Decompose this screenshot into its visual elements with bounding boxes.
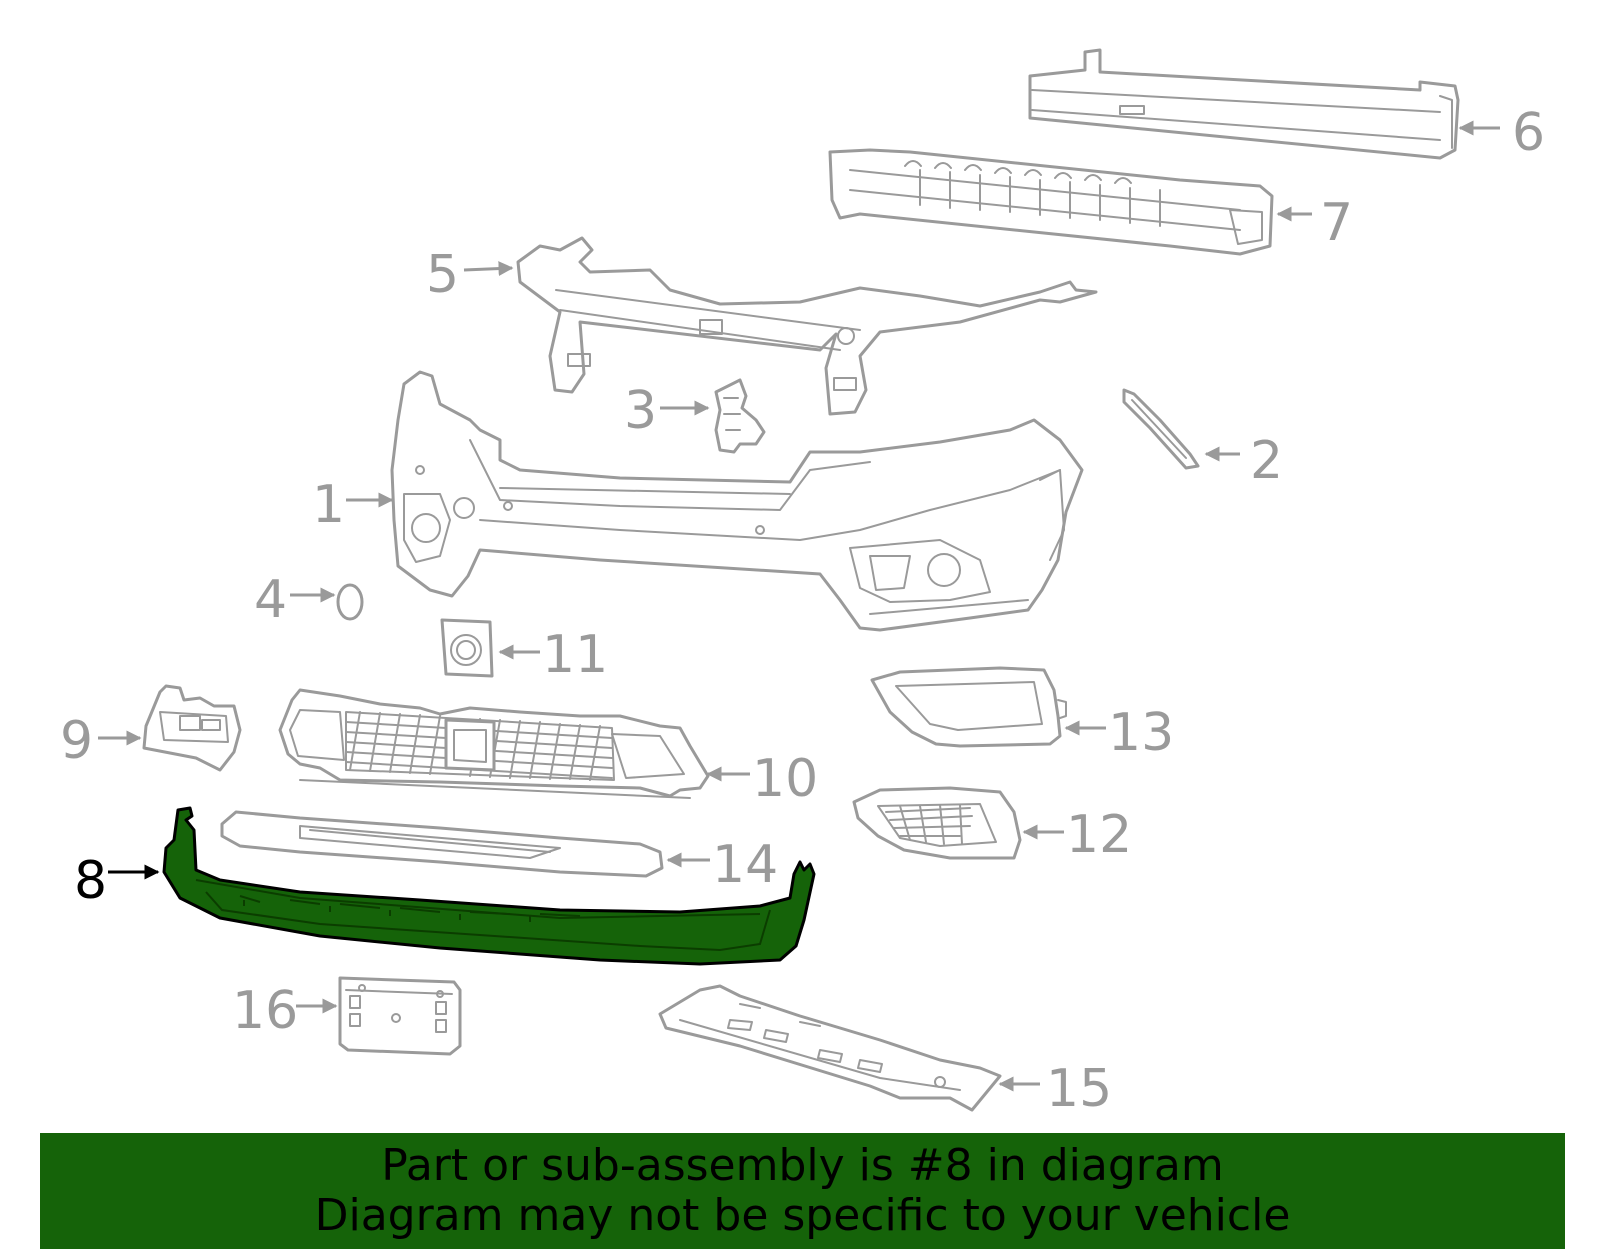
part-12-mesh-bezel [852,786,1022,860]
svg-text:10: 10 [752,749,818,809]
svg-text:14: 14 [712,835,778,895]
svg-text:4: 4 [254,570,287,630]
callout-9: 9 [60,711,142,771]
callout-12: 12 [1022,805,1132,865]
svg-text:5: 5 [426,245,459,305]
part-5-upper-bracket [516,236,1098,416]
part-6-bumper-reinforcement [1028,48,1460,160]
part-7-energy-absorber [828,148,1274,256]
part-2-trim-strip [1122,388,1200,470]
callout-1: 1 [312,475,394,535]
svg-text:6: 6 [1512,103,1545,163]
callout-11: 11 [498,625,608,685]
info-banner-background [40,1133,1565,1249]
callout-13: 13 [1064,703,1174,763]
callout-16: 16 [232,981,338,1041]
callout-14: 14 [666,835,778,895]
part-1-bumper-cover [390,370,1084,632]
svg-text:15: 15 [1046,1059,1112,1119]
callout-3: 3 [624,381,710,441]
part-15-skid-plate [658,984,1002,1112]
part-16-license-bracket [338,976,462,1056]
part-3-bracket [714,378,766,454]
svg-text:16: 16 [232,981,298,1041]
part-10-grille [278,688,710,799]
svg-text:3: 3 [624,381,657,441]
callout-10: 10 [706,749,818,809]
banner-line-part: Part or sub-assembly is #8 in diagram [381,1140,1224,1191]
callout-7: 7 [1276,193,1353,253]
callout-2: 2 [1204,431,1283,491]
part-13-bezel [870,666,1067,748]
svg-text:1: 1 [312,475,345,535]
callout-15: 15 [998,1059,1112,1119]
part-4-ring [336,583,364,621]
callout-4: 4 [254,570,336,630]
part-9-lamp-bracket [142,684,242,772]
svg-text:12: 12 [1066,805,1132,865]
callout-5: 5 [426,245,514,305]
svg-text:7: 7 [1320,193,1353,253]
info-banner: Part or sub-assembly is #8 in diagram Di… [40,1133,1565,1249]
svg-text:13: 13 [1108,703,1174,763]
banner-line-disclaimer: Diagram may not be specific to your vehi… [314,1190,1291,1241]
svg-text:2: 2 [1250,431,1283,491]
svg-text:9: 9 [60,711,93,771]
svg-text:8: 8 [74,851,107,911]
svg-text:11: 11 [542,625,608,685]
part-14-skid-trim [220,810,664,878]
callout-6: 6 [1458,103,1545,163]
callout-8: 8 [74,851,160,911]
part-8-lower-valance [162,806,816,966]
part-11-plug [440,618,494,678]
